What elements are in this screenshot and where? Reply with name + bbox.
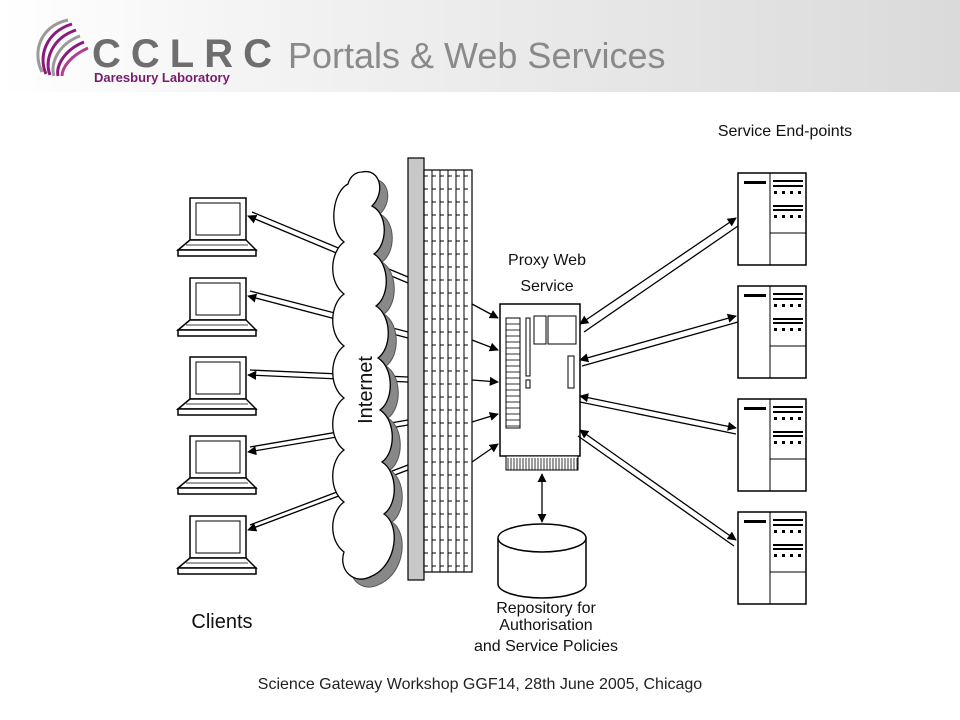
- client-laptop-icon: [177, 515, 257, 575]
- service-endpoint-server-icon: [737, 172, 807, 266]
- repository-database-icon: [497, 523, 587, 599]
- internet-label: Internet: [355, 356, 377, 424]
- repository-label-line3: and Service Policies: [474, 638, 618, 655]
- proxy-label-line1: Proxy Web: [508, 252, 586, 269]
- proxy-label-line2: Service: [520, 278, 573, 295]
- client-laptop-icon: [177, 356, 257, 416]
- footer-text: Science Gateway Workshop GGF14, 28th Jun…: [257, 676, 703, 693]
- logo-subtitle: Daresbury Laboratory: [94, 70, 230, 85]
- cclrc-logo: [30, 8, 260, 88]
- service-endpoint-server-icon: [737, 511, 807, 605]
- header-band: [0, 0, 960, 92]
- client-laptop-icon: [177, 197, 257, 257]
- internet-cloud-icon: [332, 171, 403, 588]
- repository-label-line2: Authorisation: [499, 617, 592, 634]
- service-endpoints-label: Service End-points: [718, 123, 852, 140]
- firewall-proxy-connections: [471, 303, 499, 463]
- client-laptop-icon: [177, 277, 257, 337]
- service-endpoint-server-icon: [737, 398, 807, 492]
- logo-text: CCLRC: [92, 32, 282, 76]
- endpoint-connections: [577, 217, 739, 547]
- repository-label-line1: Repository for: [496, 600, 596, 617]
- proxy-server-icon: [499, 303, 581, 471]
- clients-label: Clients: [191, 611, 252, 633]
- page-title: Portals & Web Services: [288, 35, 666, 76]
- logo-swoosh-icon: [36, 18, 89, 77]
- service-endpoint-server-icon: [737, 285, 807, 379]
- firewall-icon: [407, 157, 473, 581]
- client-laptop-icon: [177, 435, 257, 495]
